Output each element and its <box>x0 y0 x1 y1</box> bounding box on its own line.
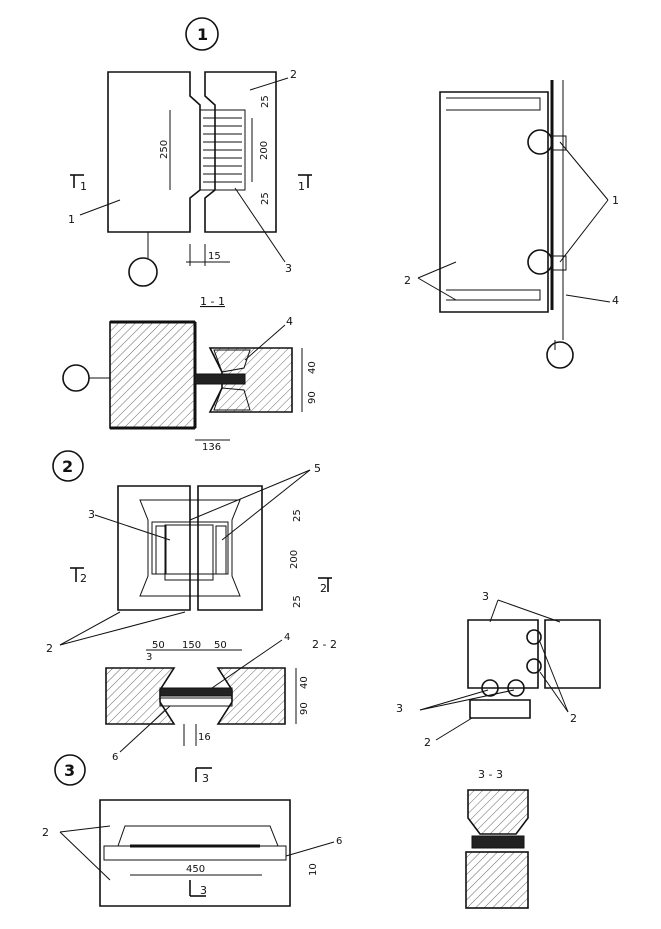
connection-zone-2 <box>151 521 229 575</box>
callout-3-plan-b: 3 <box>396 702 403 715</box>
detail-marker-3-label: 3 <box>64 761 75 780</box>
section-title-3-3: 3 - 3 <box>478 768 503 781</box>
callout-6-d3: 6 <box>336 836 342 847</box>
block-bottom-plan <box>469 699 531 719</box>
dim-40: 40 <box>307 361 318 374</box>
dim-16: 16 <box>198 732 211 743</box>
left-wall-section <box>109 321 196 429</box>
panel-right <box>204 71 277 233</box>
cut-label-2-left: 2 <box>80 572 87 585</box>
elevation-ribs <box>446 289 541 301</box>
elevation-panel <box>439 91 549 313</box>
section-3-3: 3 - 3 <box>465 768 529 909</box>
detail-marker-1-label: 1 <box>197 25 208 44</box>
callout-2-d3: 2 <box>42 826 49 839</box>
plan-right-2: 3 3 2 2 <box>396 590 601 749</box>
detail-marker-2 <box>52 450 84 482</box>
grout-bed-3 <box>103 845 287 861</box>
callout-1: 1 <box>68 213 75 226</box>
callout-2-d2: 2 <box>46 642 53 655</box>
panel-left-2 <box>117 485 191 611</box>
dim-50-right: 50 <box>214 640 227 651</box>
detail-marker-1 <box>185 17 219 51</box>
dim-250: 250 <box>159 140 170 159</box>
weld-right-2 <box>215 525 227 575</box>
callout-3-d2: 3 <box>88 508 95 521</box>
cut-label-3-bottom: 3 <box>200 884 207 897</box>
detail-marker-2-label: 2 <box>62 457 73 476</box>
dim-50-left: 50 <box>152 640 165 651</box>
callout-3-plan: 3 <box>482 590 489 603</box>
dim-136: 136 <box>202 442 221 453</box>
dim-10: 10 <box>308 863 319 876</box>
axis-bubble-elevation <box>546 341 574 369</box>
dim-90-2: 90 <box>299 702 310 715</box>
elevation-right: 1 2 4 <box>404 80 619 369</box>
callout-5-d2: 5 <box>314 462 321 475</box>
axis-bubble-section <box>62 364 90 392</box>
section-1-1: 1 - 1 4 40 90 136 <box>62 295 318 453</box>
dim-15: 15 <box>208 251 221 262</box>
dim-200-2: 200 <box>289 550 300 569</box>
callout-4-section: 4 <box>286 315 293 328</box>
dim-25-2-top: 25 <box>292 509 303 522</box>
callout-4-s2: 4 <box>284 632 290 643</box>
callout-6-s2: 6 <box>112 752 118 763</box>
upper-block-3 <box>467 789 529 835</box>
callout-4-elevation: 4 <box>612 294 619 307</box>
plate-2 <box>164 524 214 581</box>
recess-2 <box>139 499 241 597</box>
embedded-plate <box>199 109 246 191</box>
panel-left <box>107 71 201 233</box>
connection-plate <box>194 373 246 385</box>
dim-200: 200 <box>259 141 270 160</box>
dim-25-2-bottom: 25 <box>292 595 303 608</box>
dim-25-top: 25 <box>260 95 271 108</box>
detail-2-plan: 2 2 2 25 200 25 3 5 2 <box>46 450 332 655</box>
callout-2-elevation: 2 <box>404 274 411 287</box>
weld-left-2 <box>155 525 167 575</box>
section-title-2-2: 2 - 2 <box>312 638 337 651</box>
panel-right-2 <box>197 485 263 611</box>
callout-2-plan: 2 <box>570 712 577 725</box>
dim-25-bottom: 25 <box>260 192 271 205</box>
recess-3 <box>117 825 279 847</box>
joint-plate-3 <box>471 835 525 849</box>
callout-2: 2 <box>290 68 297 81</box>
cut-label-left: 1 <box>80 180 87 193</box>
cut-label-2-right: 2 <box>320 582 327 595</box>
section-title-1-1: 1 - 1 <box>200 295 225 308</box>
cut-label-3-top: 3 <box>202 772 209 785</box>
dim-40-2: 40 <box>299 676 310 689</box>
block-left-plan <box>467 619 539 689</box>
insert-block-top <box>213 349 251 373</box>
block-right-plan <box>544 619 601 689</box>
detail-3: 3 3 450 3 2 6 10 <box>42 754 342 907</box>
plate-hatching <box>203 117 242 183</box>
section-2-2: 2 - 2 50 150 50 3 4 6 40 90 16 <box>105 632 337 763</box>
callout-3-s2: 3 <box>146 652 152 663</box>
detail-marker-3 <box>54 754 86 786</box>
dim-450: 450 <box>186 864 205 875</box>
detail-1-plan: 1 1 1 250 200 25 25 15 <box>68 17 312 287</box>
panel-3 <box>99 799 291 907</box>
callout-3: 3 <box>285 262 292 275</box>
dim-150: 150 <box>182 640 201 651</box>
lower-block-3 <box>465 851 529 909</box>
dim-90: 90 <box>307 391 318 404</box>
insert-block-bottom <box>213 387 251 411</box>
callout-2-plan-b: 2 <box>424 736 431 749</box>
axis-bubble-1 <box>128 257 158 287</box>
cut-label-right: 1 <box>298 180 305 193</box>
callout-1-elevation: 1 <box>612 194 619 207</box>
plate-section-2 <box>159 687 233 697</box>
